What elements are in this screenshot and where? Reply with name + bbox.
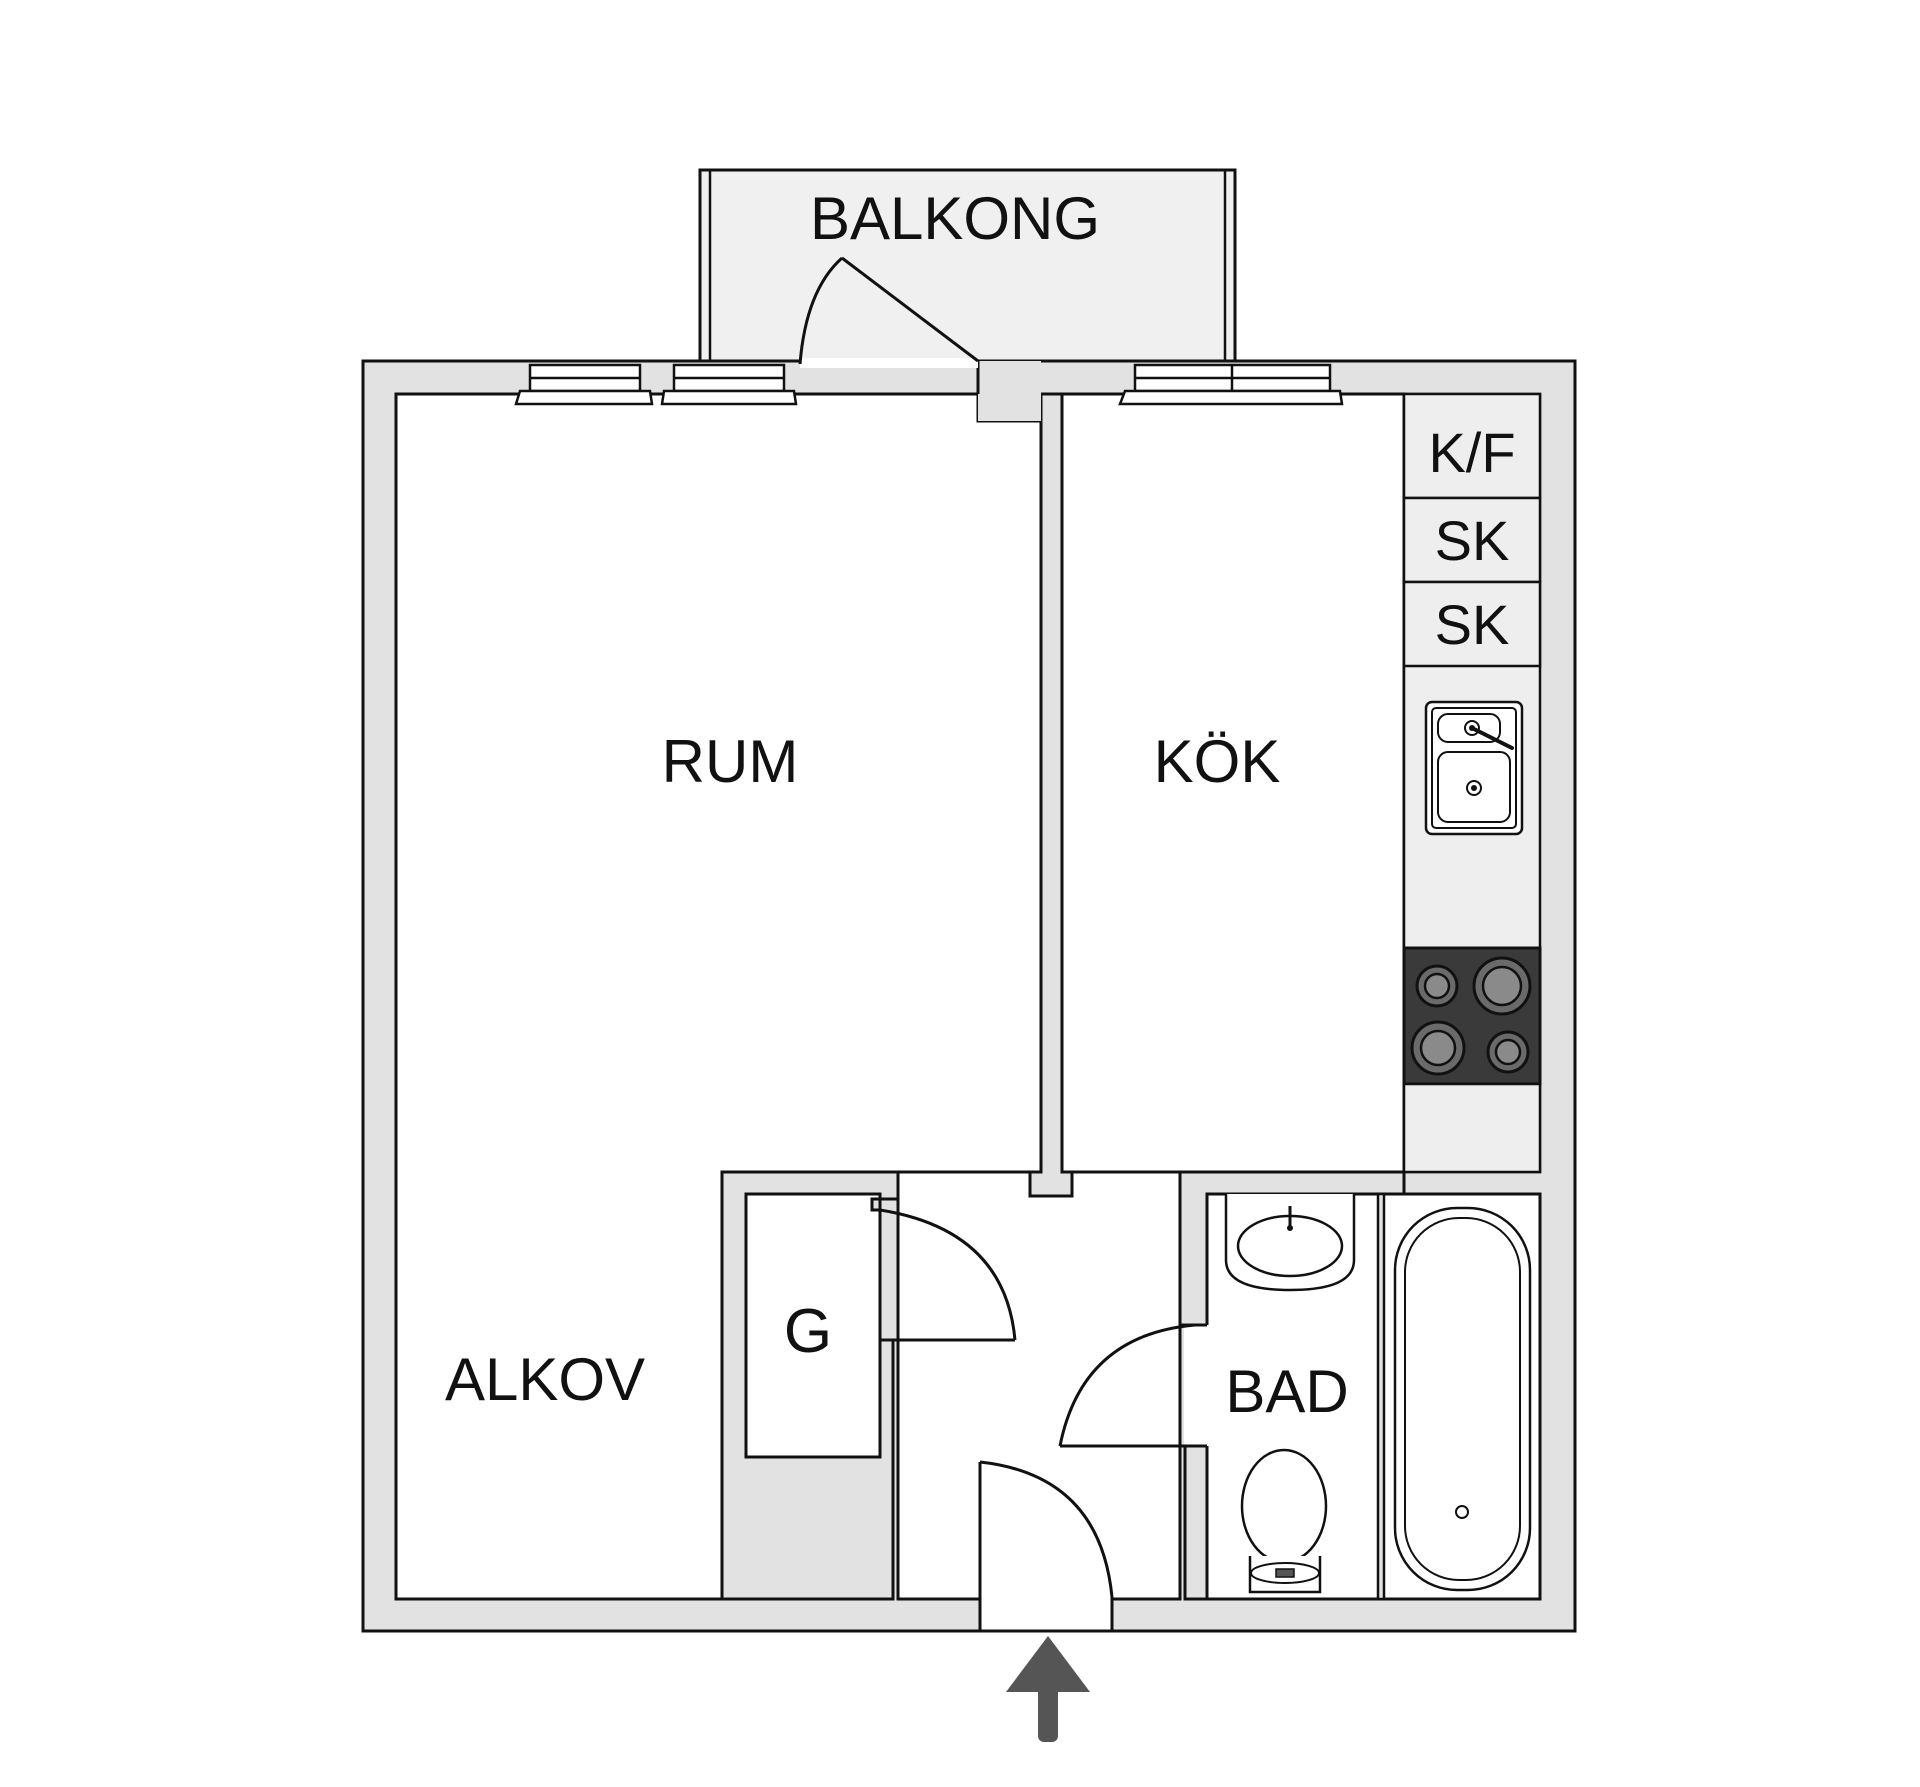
interior-floor <box>394 392 1542 1601</box>
label-alkov: ALKOV <box>445 1346 645 1413</box>
balcony <box>698 168 1237 366</box>
entrance-arrow-icon <box>1006 1636 1090 1742</box>
stove-icon <box>1402 946 1542 1086</box>
label-cabinet-1: SK <box>1435 509 1510 572</box>
wardrobe-door <box>878 1208 1017 1342</box>
bathroom-door <box>1058 1323 1209 1448</box>
label-balkong: BALKONG <box>810 185 1100 252</box>
toilet-icon <box>1240 1448 1328 1594</box>
kitchen-sink-icon <box>1424 700 1524 836</box>
balcony-door <box>798 256 979 368</box>
bathtub-icon <box>1393 1206 1532 1592</box>
window-rum-right <box>660 363 798 406</box>
label-rum: RUM <box>662 728 799 795</box>
window-rum-left <box>514 363 654 406</box>
label-wardrobe: G <box>784 1297 832 1366</box>
kitchen-counter <box>1402 392 1542 668</box>
window-kok <box>1118 363 1344 406</box>
washbasin-icon <box>1224 1194 1356 1292</box>
label-kok: KÖK <box>1154 728 1281 795</box>
entrance-door <box>978 1460 1114 1633</box>
label-bad: BAD <box>1225 1358 1348 1425</box>
label-fridge-freezer: K/F <box>1428 421 1515 484</box>
label-cabinet-2: SK <box>1435 593 1510 656</box>
